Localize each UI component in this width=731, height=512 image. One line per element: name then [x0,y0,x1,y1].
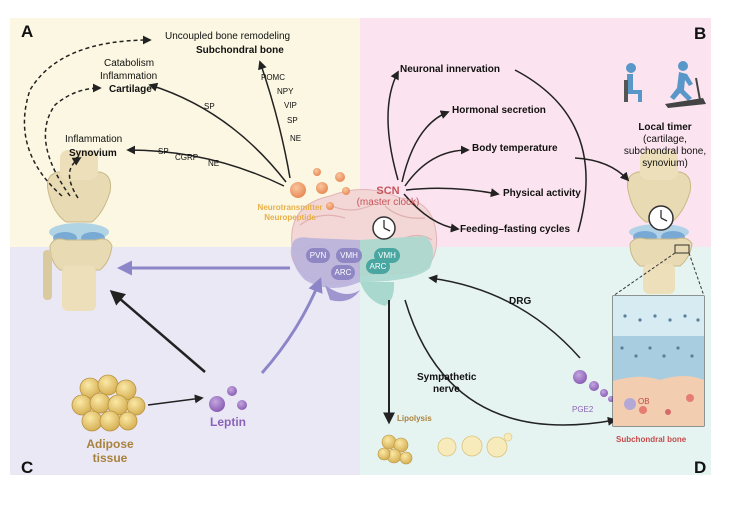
mediator-sp-bone: SP [287,116,298,125]
clock-icon [372,216,396,240]
sympathetic-nerve-label-1: Sympathetic [417,372,477,383]
mediator-ne-synovium: NE [208,159,220,168]
panel-d-arrows [383,274,617,426]
drg-label: DRG [509,296,532,307]
nucleus-arc-left: ARC [331,265,355,280]
output-neuronal-innervation: Neuronal innervation [400,64,501,75]
nucleus-arc-right: ARC [366,259,390,274]
nucleus-pvn: PVN [306,248,330,263]
right-knee-joint [627,150,693,294]
subchondral-bone-label: Subchondral bone [616,435,687,444]
local-timer-detail-2: subchondral bone, [623,146,707,157]
cartilage-effect-label-2: Inflammation [100,71,158,82]
neuropeptide-label: Neuropeptide [264,213,316,222]
panel-a-arrows [23,35,291,199]
mediator-cgrp: CGRP [175,153,199,162]
output-physical-activity: Physical activity [503,188,581,199]
adipose-label-2: tissue [92,451,128,465]
neurotransmitter-particles [290,168,350,210]
mediator-npy: NPY [277,87,294,96]
adipose-label-1: Adipose [86,437,134,451]
output-hormonal-secretion: Hormonal secretion [452,105,546,116]
sympathetic-nerve-label-2: nerve [433,384,460,395]
panel-label-b: B [694,24,707,43]
subchondral-tissue-section [612,252,705,427]
panel-label-c: C [21,458,34,477]
subchondral-bone-title: Subchondral bone [196,45,284,56]
cartilage-title: Cartilage [109,84,152,95]
output-body-temperature: Body temperature [472,143,558,154]
ob-label: OB [638,397,650,406]
cartilage-effect-label-1: Catabolism [104,58,155,69]
local-timer-title: Local timer [638,122,692,133]
nucleus-vmh-left: VMH [336,248,362,263]
pge2-particles [573,370,614,402]
panel-label-a: A [21,22,34,41]
local-timer-detail-1: (cartilage, [643,134,687,145]
mediator-pomc: POMC [261,73,285,82]
physical-activity-icon [624,61,706,108]
local-timer-detail-3: synovium) [642,158,688,169]
mediator-ne-bone: NE [290,134,302,143]
mediator-sp-synovium: SP [158,147,169,156]
scn-subtitle: (master clock) [356,197,420,208]
panel-c-arrows [109,260,323,406]
leptin-label: Leptin [210,415,246,429]
neurotransmitter-label: Neurotransmitter [257,203,323,212]
left-knee-joint [43,150,113,311]
mediator-sp-cartilage: SP [204,102,215,111]
scn-title: SCN [376,185,400,197]
clock-icon [648,205,674,231]
adipose-tissue-illustration [71,374,146,432]
output-feeding-fasting: Feeding–fasting cycles [460,224,571,235]
panel-label-d: D [694,458,707,477]
subchondral-effect-label: Uncoupled bone remodeling [165,31,291,42]
pge2-label: PGE2 [572,405,594,414]
lipolysis-label: Lipolysis [397,414,432,423]
lipolysis-illustration [377,432,513,465]
synovium-title: Synovium [69,148,117,159]
synovium-effect-label: Inflammation [65,134,123,145]
leptin-particles [209,386,247,412]
mediator-vip: VIP [284,101,297,110]
panel-b-arrows [387,69,630,233]
